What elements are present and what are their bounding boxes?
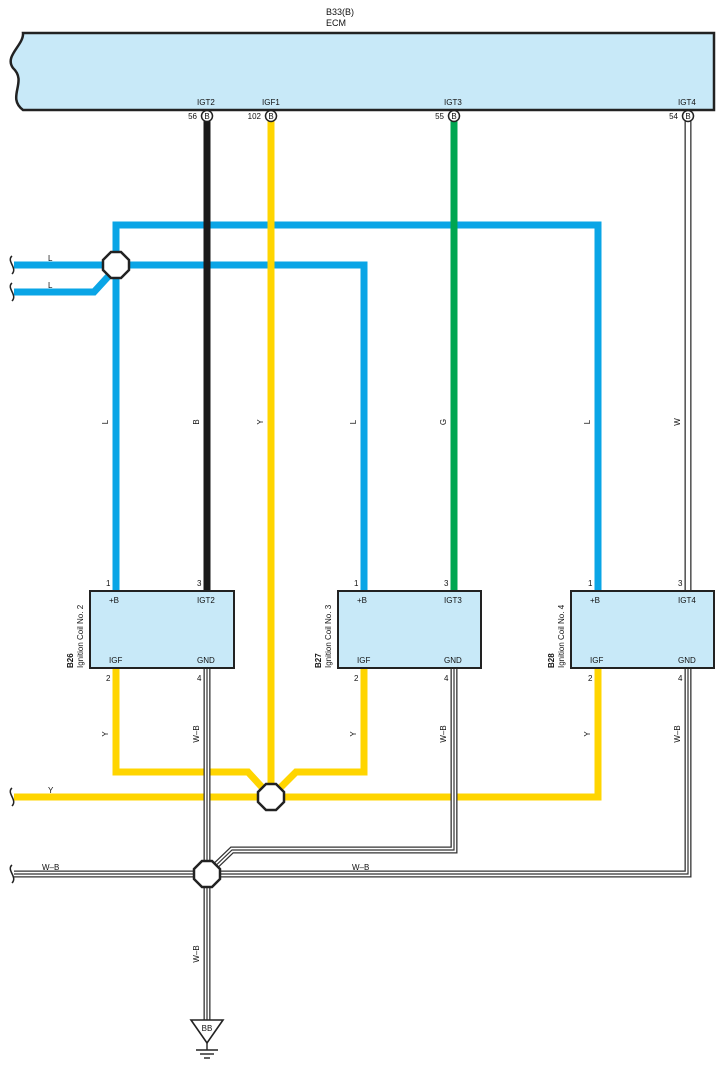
ignition-coil-2: 1 3 2 4 +B IGT2 IGF GND B26 Ignition Coi… — [66, 579, 235, 683]
ecm-pin-signal-igt2: IGT2 — [197, 98, 215, 107]
wire-label-igt2-b: B — [192, 419, 201, 424]
junction-l — [101, 250, 131, 280]
wire-y-coil2-igf — [112, 668, 274, 800]
ecm-pin-igf1: B 102 — [248, 109, 278, 123]
ignition-coil-3: 1 3 2 4 +B IGT3 IGF GND B27 Ignition Coi… — [314, 579, 482, 683]
wire-label-ground-wb: W–B — [192, 945, 201, 962]
wire-label-coil3-l: L — [349, 419, 358, 424]
wire-l-left-2 — [14, 265, 119, 296]
coil-pin3-number: 3 — [444, 579, 449, 588]
wire-label-left-y: Y — [48, 786, 54, 795]
coil-pin3-label: IGT4 — [678, 596, 696, 605]
coil-pin3-number: 3 — [678, 579, 683, 588]
break-mark-l2 — [9, 282, 15, 302]
wire-l-coil3-feed — [116, 261, 368, 591]
ecm-pin-number: 54 — [669, 112, 678, 121]
wire-y-coil4-igf — [271, 668, 602, 801]
ecm-pin-signal-igt3: IGT3 — [444, 98, 462, 107]
coil-pin2-number: 2 — [354, 674, 359, 683]
coil-pin2-number: 2 — [106, 674, 111, 683]
junction-wb — [192, 859, 222, 889]
ground-label: BB — [202, 1024, 213, 1033]
break-mark-l1 — [9, 255, 15, 275]
wire-label-coil4-l: L — [583, 419, 592, 424]
coil-pin2-label: IGF — [590, 656, 603, 665]
wire-label-left-l2: L — [48, 281, 53, 290]
wire-label-coil4-y: Y — [583, 731, 592, 737]
wire-label-igt3-g: G — [439, 419, 448, 425]
wire-label-left-wb: W–B — [42, 863, 59, 872]
ecm-pin-signal-igf1: IGF1 — [262, 98, 280, 107]
ground-triangle — [189, 1019, 225, 1045]
wire-label-coil2-l: L — [101, 419, 110, 424]
ecm-pin-number: 55 — [435, 112, 444, 121]
ecm-name-label: ECM — [326, 18, 346, 28]
coil-pin4-label: GND — [197, 656, 215, 665]
coil-box — [89, 590, 235, 669]
coil-pin3-label: IGT3 — [444, 596, 462, 605]
coil-box — [337, 590, 482, 669]
coil-pin4-number: 4 — [444, 674, 449, 683]
coil-pin1-label: +B — [109, 596, 119, 605]
wire-label-coil2-wb: W–B — [192, 725, 201, 742]
coil-pin1-number: 1 — [106, 579, 111, 588]
break-mark-y — [9, 787, 15, 807]
coil-id: B27 — [314, 653, 323, 668]
ecm-pin-signal-igt4: IGT4 — [678, 98, 696, 107]
wire-l-coil4-feed — [112, 221, 602, 591]
coil-pin1-label: +B — [590, 596, 600, 605]
ecm-pin-igt2: B 56 — [188, 109, 214, 123]
ecm-pin-number: 56 — [188, 112, 197, 121]
wire-label-coil4-wb: W–B — [673, 725, 682, 742]
ecm-pin-igt4: B 54 — [669, 109, 695, 123]
ecm-pin-letter: B — [451, 112, 456, 121]
junction-y — [256, 782, 286, 812]
ecm-box — [9, 31, 716, 112]
coil-pin2-label: IGF — [357, 656, 370, 665]
coil-pin1-number: 1 — [588, 579, 593, 588]
ecm-pin-igt3: B 55 — [435, 109, 461, 123]
ignition-coil-4: 1 3 2 4 +B IGT4 IGF GND B28 Ignition Coi… — [547, 579, 715, 683]
ecm-pin-letter: B — [268, 112, 273, 121]
wire-label-igf1-y: Y — [256, 419, 265, 425]
coil-name: Ignition Coil No. 2 — [76, 604, 85, 668]
coil-pin4-label: GND — [444, 656, 462, 665]
wire-label-coil3-wb: W–B — [439, 725, 448, 742]
coil-id: B26 — [66, 653, 75, 668]
wire-label-right-wb: W–B — [352, 863, 369, 872]
ecm-pin-letter: B — [685, 112, 690, 121]
break-mark-wb — [9, 864, 15, 884]
coil-pin3-label: IGT2 — [197, 596, 215, 605]
wire-label-igt4-w: W — [673, 418, 682, 426]
coil-pin2-number: 2 — [588, 674, 593, 683]
ecm-pin-letter: B — [204, 112, 209, 121]
coil-name: Ignition Coil No. 3 — [324, 604, 333, 668]
wire-wb-group — [14, 668, 692, 1020]
coil-name: Ignition Coil No. 4 — [557, 604, 566, 668]
ground-symbol: BB — [189, 1019, 225, 1059]
coil-pin4-label: GND — [678, 656, 696, 665]
wire-y-coil3-igf — [268, 668, 368, 800]
wire-label-coil3-y: Y — [349, 731, 358, 737]
coil-box — [570, 590, 715, 669]
coil-pin1-label: +B — [357, 596, 367, 605]
coil-pin3-number: 3 — [197, 579, 202, 588]
wire-label-coil2-y: Y — [101, 731, 110, 737]
wire-label-left-l1: L — [48, 254, 53, 263]
coil-pin4-number: 4 — [197, 674, 202, 683]
coil-pin2-label: IGF — [109, 656, 122, 665]
coil-id: B28 — [547, 653, 556, 668]
ecm-pin-number: 102 — [248, 112, 262, 121]
coil-pin4-number: 4 — [678, 674, 683, 683]
coil-pin1-number: 1 — [354, 579, 359, 588]
ecm-connector-label: B33(B) — [326, 7, 354, 17]
